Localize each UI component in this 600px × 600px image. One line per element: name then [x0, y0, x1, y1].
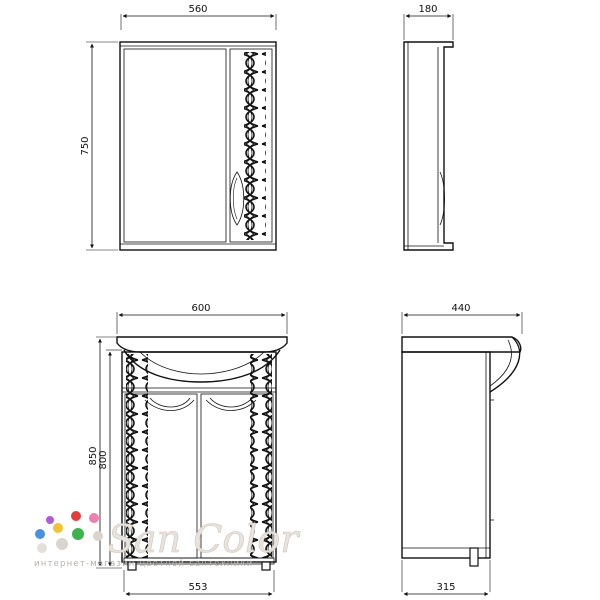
mirror-side-view: 180: [403, 4, 454, 251]
logo-dot-grey: [93, 531, 103, 541]
dim-mirror-width: 560: [188, 4, 207, 15]
logo-dot: [72, 528, 84, 540]
mirror-front-view: 560 750: [80, 4, 277, 251]
dim-mirror-depth: 180: [418, 4, 437, 15]
logo-dot: [89, 513, 99, 523]
vanity-side-view: 440 315: [401, 303, 523, 596]
logo-dot-grey: [56, 538, 68, 550]
vanity-front-view: 600 850 800 55: [88, 303, 288, 596]
logo-dot-grey: [37, 543, 47, 553]
dim-vanity-bottom-width: 553: [188, 582, 207, 593]
logo-tagline: интернет-магазин цветной сантехники: [34, 559, 253, 569]
sancolor-logo: San Color интернет-магазин цветной санте…: [34, 511, 302, 569]
dim-vanity-bottom-depth: 315: [436, 582, 455, 593]
dim-mirror-height: 750: [80, 136, 91, 155]
logo-name: San Color: [108, 517, 301, 561]
dim-vanity-height-total: 850: [88, 446, 99, 465]
logo-dot: [35, 529, 45, 539]
logo-dot: [71, 511, 81, 521]
dim-vanity-depth: 440: [451, 303, 470, 314]
logo-dot: [53, 523, 63, 533]
dim-vanity-height-body: 800: [98, 450, 109, 469]
logo-dot: [46, 516, 54, 524]
dim-vanity-top-width: 600: [191, 303, 210, 314]
